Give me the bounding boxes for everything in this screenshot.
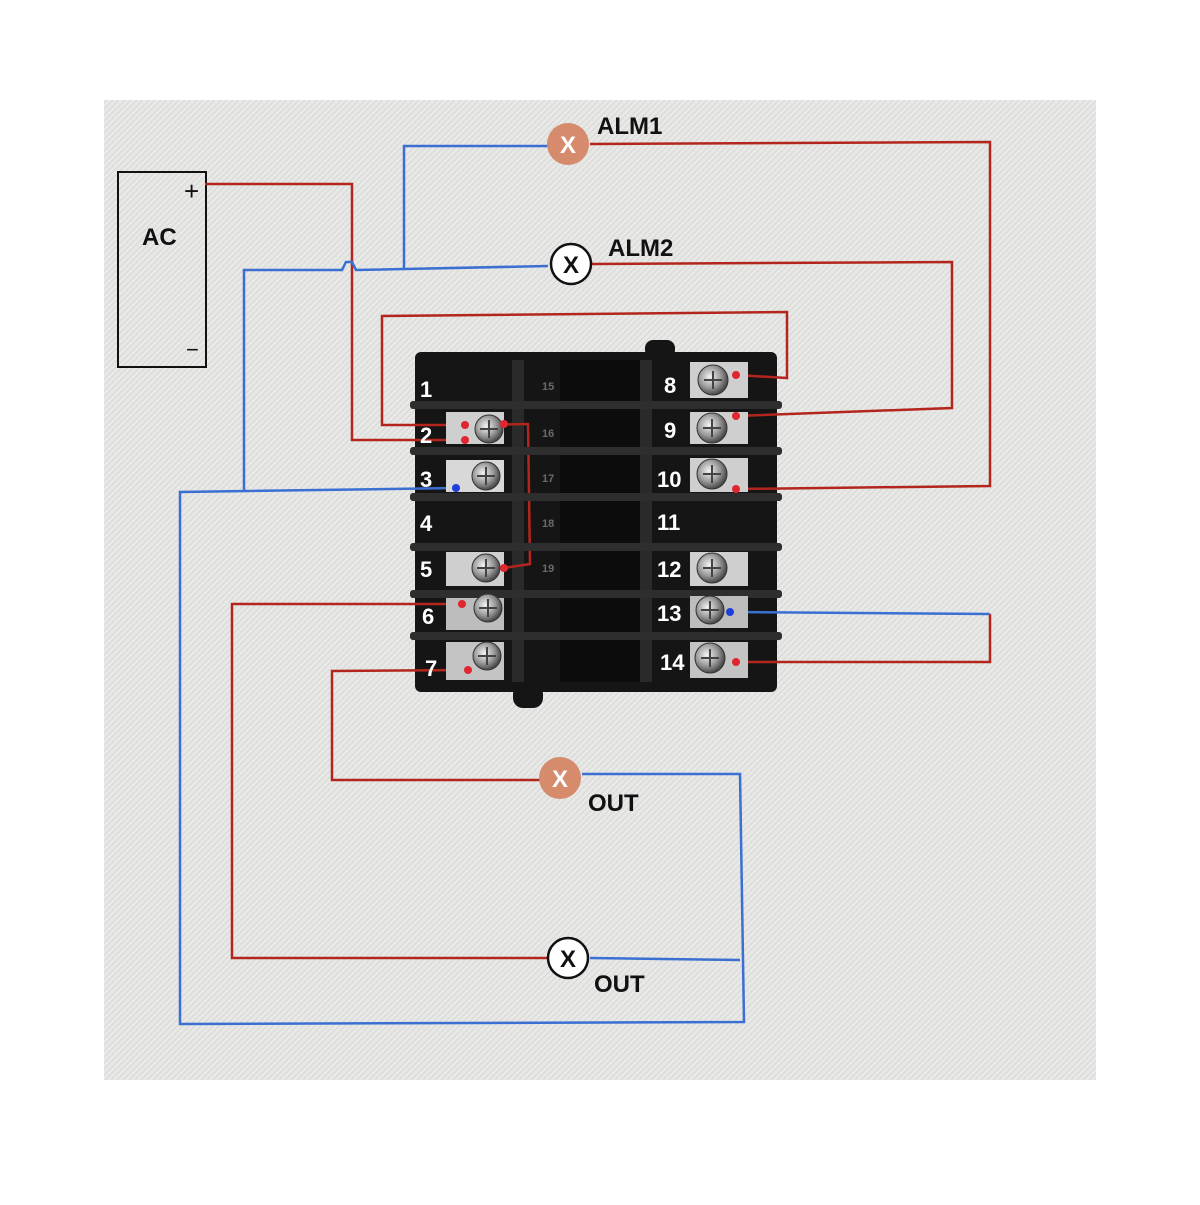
alm2-label: ALM2 (608, 235, 673, 262)
screw-terminal-7 (446, 641, 504, 680)
terminal-block-top-tab (645, 340, 675, 358)
ac-minus-sign: − (186, 337, 199, 362)
terminal-block (415, 340, 777, 708)
terminal-label-6: 6 (422, 604, 434, 629)
terminal-label-16: 16 (542, 428, 554, 440)
alm2-lamp-symbol: X (563, 252, 579, 279)
alm2-lamp-circle (549, 242, 593, 286)
wire-terminal-6-to-lower-out (230, 602, 548, 960)
terminal-label-14: 14 (660, 650, 685, 675)
wire-terminal-7-to-upper-out (330, 668, 540, 782)
terminal-label-8: 8 (664, 373, 676, 398)
wire-alm2-to-terminal-9 (591, 260, 954, 418)
terminal-label-17: 17 (542, 473, 554, 485)
terminal-label-3: 3 (420, 467, 432, 492)
wire-ac-plus-to-terminal-2 (205, 182, 465, 442)
alm2-lamp: X ALM2 (549, 235, 673, 286)
dot-terminal-2-right (500, 420, 508, 428)
screw-terminal-6 (446, 593, 504, 630)
alm1-lamp-symbol: X (560, 132, 576, 159)
screw-terminal-2 (446, 412, 504, 444)
screw-terminals (446, 362, 748, 680)
wire-neutral-to-alm1 (402, 144, 548, 268)
ac-plus-sign: + (184, 176, 199, 206)
terminal-label-1: 1 (420, 377, 432, 402)
terminal-label-13: 13 (657, 601, 681, 626)
dot-terminal-5 (500, 564, 508, 572)
terminal-label-10: 10 (657, 467, 681, 492)
terminal-label-11: 11 (657, 510, 680, 535)
dot-terminal-8 (732, 371, 740, 379)
out-upper-label: OUT (588, 790, 639, 817)
terminal-label-2: 2 (420, 423, 432, 448)
terminal-label-9: 9 (664, 418, 676, 443)
out-upper-lamp-symbol: X (552, 766, 568, 793)
terminal-label-7: 7 (425, 656, 437, 681)
wire-terminal-2-to-terminal-8 (380, 310, 789, 427)
screw-terminal-5 (446, 552, 504, 586)
connection-dots (452, 371, 740, 674)
dot-terminal-13 (726, 608, 734, 616)
wire-terminal-3-to-neutral-return (178, 486, 746, 1026)
screw-terminal-8 (690, 362, 748, 398)
terminal-label-4: 4 (420, 511, 433, 536)
out-lower-lamp-symbol: X (560, 946, 576, 973)
screw-terminal-12 (690, 552, 748, 586)
ac-source-box (117, 171, 207, 368)
ac-label: AC (142, 224, 177, 251)
dot-terminal-3 (452, 484, 460, 492)
dot-terminal-14 (732, 658, 740, 666)
terminal-label-18: 18 (542, 518, 554, 530)
out-upper-lamp-circle (539, 757, 581, 799)
terminal-block-bottom-tab (513, 684, 543, 708)
out-upper-lamp: X OUT (539, 757, 639, 817)
alm1-label: ALM1 (597, 113, 662, 140)
alm1-lamp-circle (547, 123, 589, 165)
wire-terminal-14-loop (736, 614, 992, 664)
dot-terminal-10 (732, 485, 740, 493)
ac-source: AC + − (117, 171, 207, 368)
out-lower-lamp-circle (546, 936, 590, 980)
wire-lower-out-to-neutral (589, 956, 741, 962)
middle-terminal-labels: 15 16 17 18 19 (542, 381, 554, 575)
out-lower-lamp: X OUT (546, 936, 645, 998)
wire-terminal-13-loop (729, 610, 991, 616)
terminal-separators (410, 401, 782, 640)
terminal-label-19: 19 (542, 563, 554, 575)
dot-terminal-2-upper (461, 421, 469, 429)
terminal-labels: 1 2 3 4 5 6 7 8 9 10 11 12 13 14 (420, 373, 685, 681)
dot-terminal-2-lower (461, 436, 469, 444)
wire-alm1-to-terminal-10 (589, 140, 992, 491)
dot-terminal-6 (458, 600, 466, 608)
terminal-label-12: 12 (657, 557, 681, 582)
out-lower-label: OUT (594, 971, 645, 998)
wire-neutral-bus (242, 260, 549, 490)
dot-terminal-9 (732, 412, 740, 420)
terminal-label-5: 5 (420, 557, 432, 582)
terminal-label-15: 15 (542, 381, 554, 393)
dot-terminal-7 (464, 666, 472, 674)
alm1-lamp: X ALM1 (547, 113, 662, 165)
screw-terminal-13 (690, 595, 748, 628)
